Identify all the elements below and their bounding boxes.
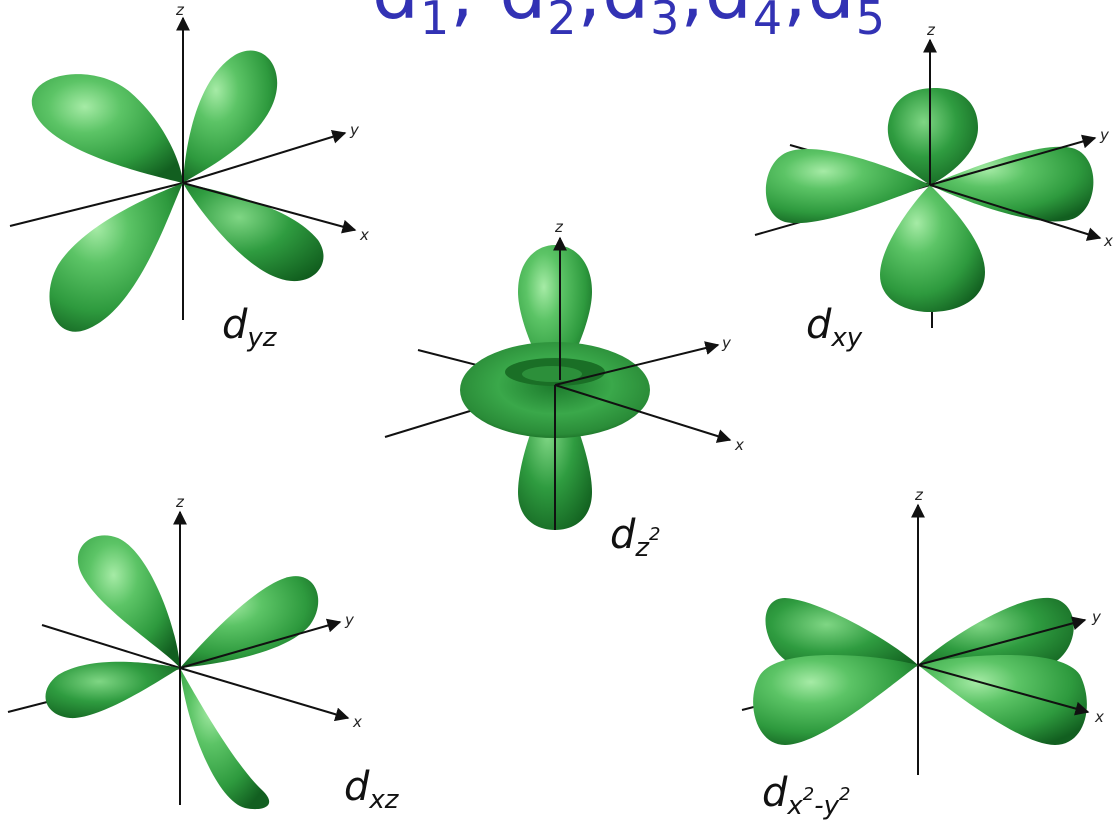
x-axis-label-dx2y2: x: [1094, 708, 1104, 726]
lobe-dxy-back: [888, 88, 978, 185]
z-axis-label-dx2y2: z: [914, 486, 924, 504]
lobe-dxz-upper-left: [78, 535, 180, 668]
x-axis-label-dxz: x: [352, 713, 362, 731]
y-axis-label-dx2y2: y: [1091, 608, 1102, 626]
lobe-dxz-upper-right: [180, 576, 318, 668]
orbital-dxy: z y x dxy: [755, 21, 1113, 353]
orbital-dx2y2: z y x dx2-y2: [742, 486, 1104, 821]
y-axis-label-dz2: y: [721, 334, 732, 352]
lobe-dyz-lower-right: [183, 183, 323, 281]
lobe-dyz-upper-left: [32, 74, 183, 183]
lobe-dyz-upper-right: [183, 51, 277, 183]
orbital-dxz: z y x dxz: [8, 493, 400, 815]
orbital-label-dxz: dxz: [344, 764, 400, 815]
lobe-dxz-lower-right: [180, 668, 269, 809]
orbital-dz2: z y x dz2: [385, 218, 744, 563]
orbital-label-dx2y2: dx2-y2: [762, 770, 850, 821]
orbital-label-dz2: dz2: [610, 512, 661, 563]
y-axis-label-dxy: y: [1099, 126, 1110, 144]
orbital-dyz: z y x dyz: [10, 1, 369, 353]
lobe-dxz-lower-left: [46, 662, 181, 718]
y-axis-label-dxz: y: [344, 611, 355, 629]
z-axis-label-dxz: z: [175, 493, 185, 511]
orbital-label-dyz: dyz: [222, 302, 278, 353]
lobe-dxy-front: [880, 185, 985, 312]
z-axis-label-dxy: z: [926, 21, 936, 39]
y-axis-label-dyz: y: [349, 121, 360, 139]
orbital-label-dxy: dxy: [806, 302, 863, 353]
z-axis-label-dyz: z: [175, 1, 185, 19]
z-axis-label-dz2: z: [554, 218, 564, 236]
x-axis-label-dyz: x: [359, 226, 369, 244]
lobe-dyz-lower-left: [49, 183, 183, 332]
lobe-dx2y2-front-right: [918, 655, 1087, 745]
x-axis-label-dxy: x: [1103, 232, 1113, 250]
x-axis-label-dz2: x: [734, 436, 744, 454]
lobe-dx2y2-front-left: [753, 655, 918, 745]
x-axis-dxz: [180, 668, 348, 718]
